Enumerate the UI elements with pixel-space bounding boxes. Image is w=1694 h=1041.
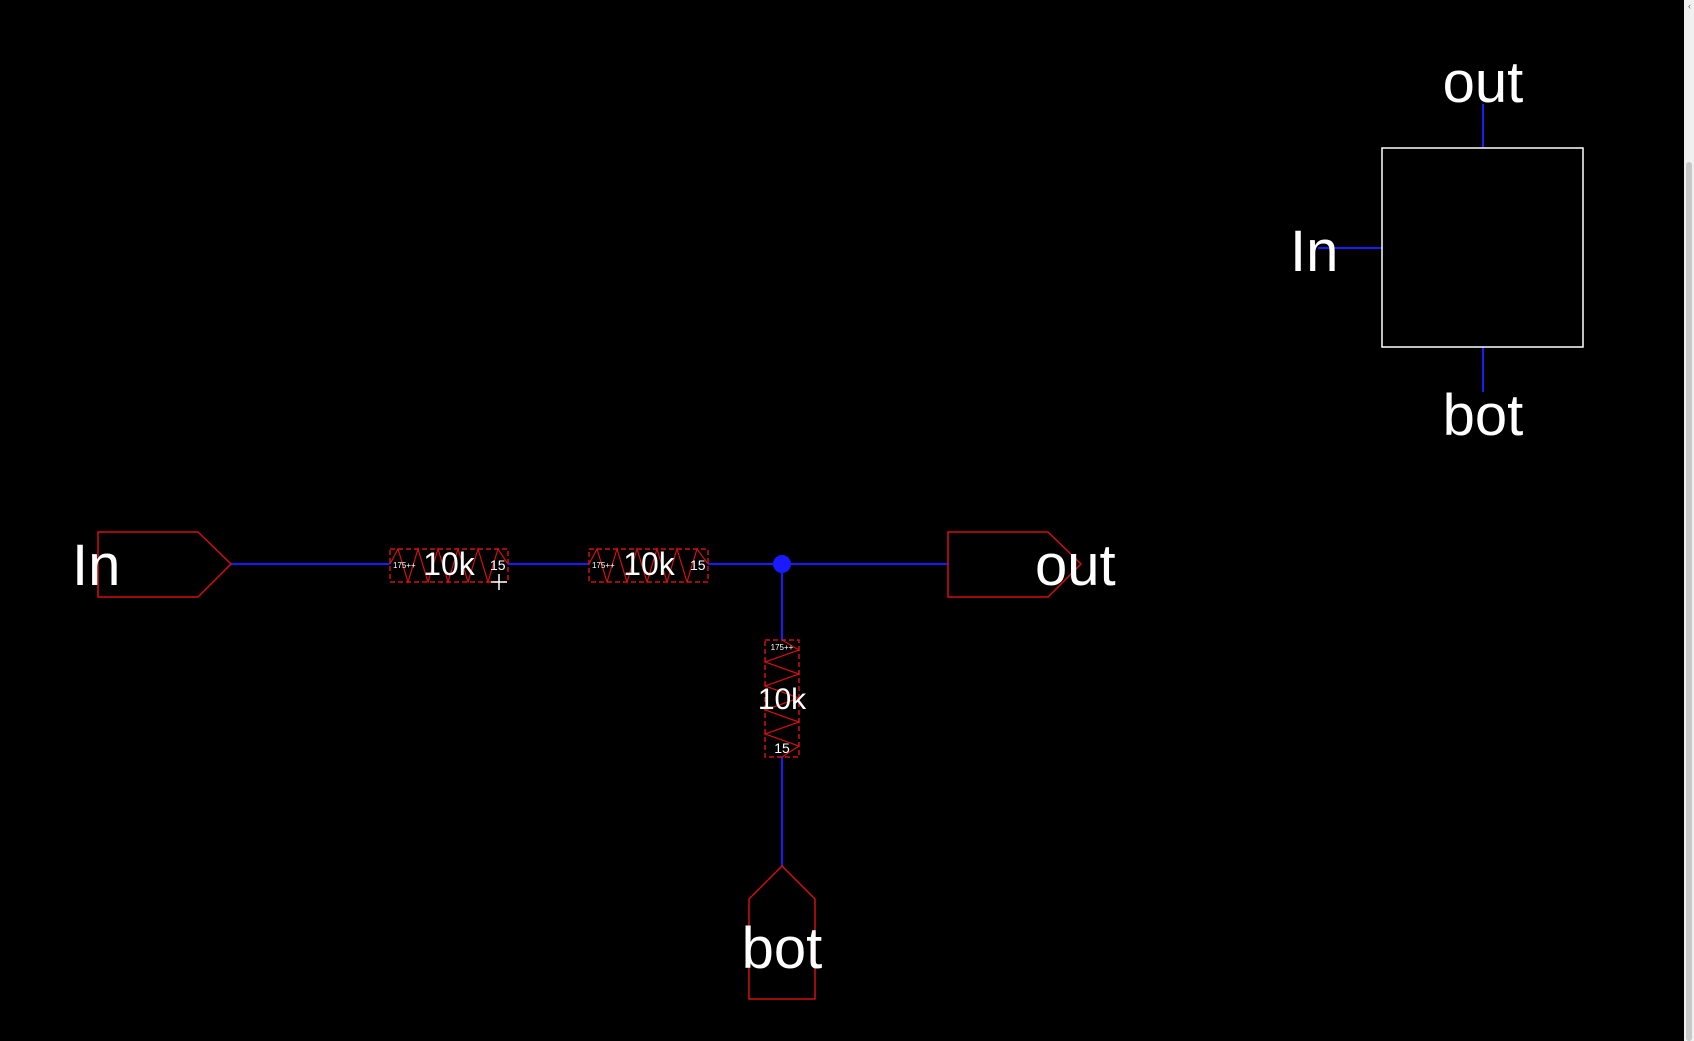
- resistor-r2[interactable]: 175++ 10k 15: [588, 546, 709, 585]
- resistor-r1-tag-left: 175++: [393, 561, 416, 570]
- pin-in[interactable]: In: [72, 531, 233, 598]
- resistor-r2-zigzag: [588, 546, 709, 585]
- scrollbar-thumb[interactable]: [1686, 162, 1692, 1041]
- resistor-r1-tag-right: 15: [490, 557, 506, 573]
- resistor-r3-tag-bottom: 15: [774, 740, 790, 756]
- symbol-pin-bottom-label: bot: [1443, 383, 1524, 448]
- pin-out-shape[interactable]: [947, 531, 1083, 598]
- resistor-r2-body[interactable]: [588, 548, 709, 583]
- pin-out[interactable]: out: [947, 531, 1116, 598]
- resistor-r3-tag-top: 175++: [771, 643, 794, 652]
- symbol-pin-left-label: In: [1290, 219, 1338, 284]
- resistor-r2-tag-right: 15: [690, 557, 706, 573]
- resistor-r1-body[interactable]: [389, 548, 509, 583]
- resistor-r3-zigzag: [763, 639, 801, 758]
- symbol-preview[interactable]: out In bot: [1290, 50, 1584, 448]
- resistor-r2-tag-left: 175++: [592, 561, 615, 570]
- scroll-up-arrow-icon[interactable]: ‹: [1688, 1, 1691, 11]
- wires: [231, 563, 948, 866]
- pin-out-label: out: [1035, 533, 1116, 598]
- resistor-r1-value: 10k: [423, 546, 476, 582]
- junction-dot[interactable]: [773, 555, 791, 573]
- resistor-r3-value: 10k: [758, 683, 807, 716]
- pin-bot[interactable]: bot: [742, 864, 823, 1000]
- resistor-r2-value: 10k: [623, 546, 676, 582]
- pin-in-label: In: [72, 533, 120, 598]
- crosshair-cursor-icon: [491, 574, 507, 590]
- pin-in-shape[interactable]: [97, 531, 233, 598]
- symbol-box[interactable]: [1381, 147, 1584, 348]
- resistor-r3[interactable]: 175++ 10k 15: [758, 639, 807, 758]
- pin-bot-label: bot: [742, 916, 823, 981]
- pin-bot-shape[interactable]: [748, 864, 816, 1000]
- resistor-r1-zigzag: [389, 546, 509, 585]
- resistor-r1[interactable]: 175++ 10k 15: [389, 546, 509, 585]
- symbol-pin-top-label: out: [1443, 50, 1524, 115]
